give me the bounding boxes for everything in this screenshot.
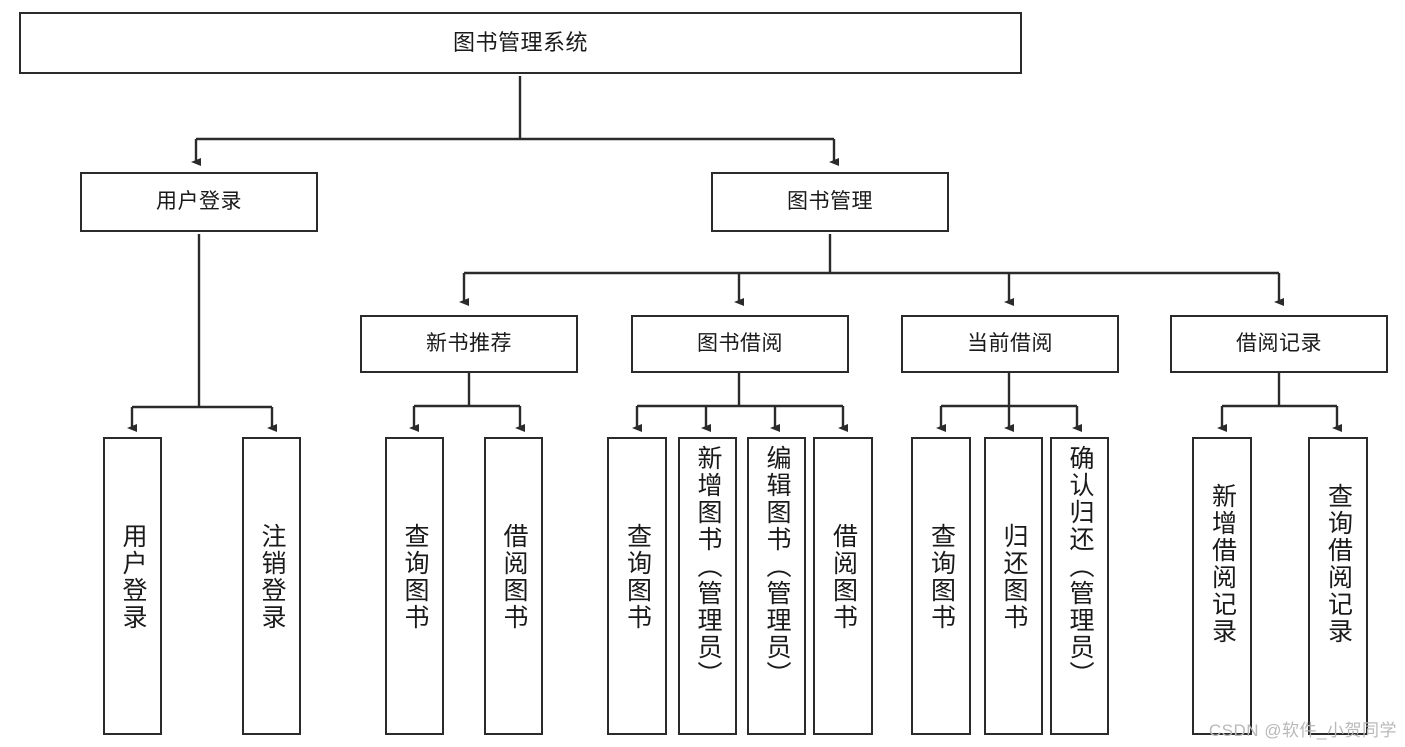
node-label: 图书借阅 [697,331,783,355]
leaf-book-borrow-edit-book-admin[interactable]: 编辑图书（管理员） [747,437,806,735]
node-label: 借阅图书 [829,523,858,631]
node-root-book-management-system[interactable]: 图书管理系统 [19,12,1022,74]
node-user-login[interactable]: 用户登录 [80,172,318,232]
leaf-book-borrow-add-book-admin[interactable]: 新增图书（管理员） [678,437,737,735]
leaf-new-book-query-books[interactable]: 查询图书 [385,437,444,735]
leaf-user-login-logout[interactable]: 注销登录 [242,437,301,735]
leaf-new-book-borrow-books[interactable]: 借阅图书 [484,437,543,735]
node-current-borrow[interactable]: 当前借阅 [901,315,1119,373]
node-label: 归还图书 [1000,523,1028,631]
node-book-borrow[interactable]: 图书借阅 [631,315,849,373]
node-label: 用户登录 [156,189,242,213]
leaf-book-borrow-query-books[interactable]: 查询图书 [607,437,667,735]
node-label: 注销登录 [258,523,286,631]
leaf-book-borrow-borrow-books[interactable]: 借阅图书 [813,437,873,735]
node-borrow-record[interactable]: 借阅记录 [1170,315,1388,373]
node-label: 新书推荐 [426,331,512,355]
node-label: 查询借阅记录 [1324,483,1353,645]
leaf-current-borrow-query-books[interactable]: 查询图书 [911,437,971,735]
node-label: 编辑图书（管理员） [763,445,791,688]
leaf-borrow-record-query-record[interactable]: 查询借阅记录 [1308,437,1368,735]
leaf-borrow-record-add-record[interactable]: 新增借阅记录 [1192,437,1252,735]
node-label: 图书管理系统 [452,30,588,56]
node-label: 借阅图书 [500,523,528,631]
node-label: 查询图书 [623,523,652,631]
node-label: 查询图书 [401,523,429,631]
node-label: 用户登录 [119,523,147,631]
node-label: 图书管理 [787,189,873,213]
node-label: 新增图书（管理员） [694,445,722,688]
node-label: 新增借阅记录 [1208,483,1237,645]
node-label: 查询图书 [927,523,956,631]
leaf-user-login-login[interactable]: 用户登录 [103,437,162,735]
node-label: 当前借阅 [967,331,1053,355]
node-label: 借阅记录 [1236,331,1322,355]
node-new-book-recommend[interactable]: 新书推荐 [360,315,578,373]
leaf-current-borrow-confirm-return-admin[interactable]: 确认归还（管理员） [1050,437,1109,735]
leaf-current-borrow-return-books[interactable]: 归还图书 [984,437,1043,735]
node-label: 确认归还（管理员） [1066,445,1094,688]
node-book-management[interactable]: 图书管理 [711,172,949,232]
csdn-watermark: CSDN @软件_小贺同学 [1208,721,1397,740]
